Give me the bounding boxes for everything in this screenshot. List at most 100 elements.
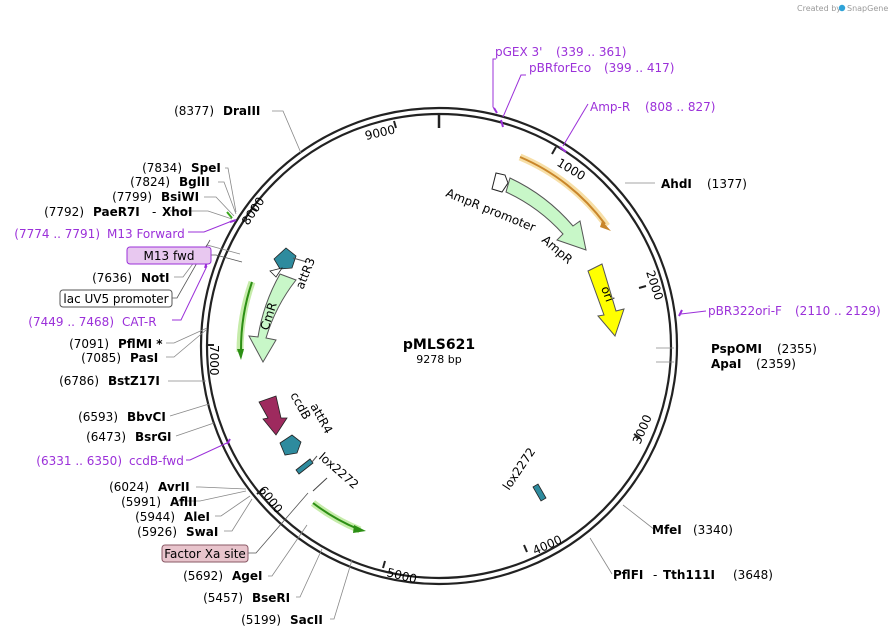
credit-brand: SnapGene (847, 4, 888, 13)
tick-mark (638, 285, 647, 289)
feature-label-ori: ori (598, 284, 616, 303)
site-pos: (3648) (733, 568, 773, 582)
tick-mark (551, 146, 557, 155)
site-pos: (7799) (112, 190, 152, 204)
primer-name: CAT-R (122, 315, 157, 329)
tick-mark (393, 120, 397, 129)
boxed-label: lac UV5 promoter (63, 292, 168, 306)
primer-range: (6331 .. 6350) (36, 454, 122, 468)
site-name: PaeR7I (93, 205, 140, 219)
site-pos: (7085) (81, 351, 121, 365)
site-pos: (6593) (78, 410, 118, 424)
site-name-2: Tth111I (663, 568, 715, 582)
boxed-label: Factor Xa site (164, 547, 246, 561)
site-pos: (6024) (109, 480, 149, 494)
feature-label-lox-right: lox2272 (500, 445, 538, 493)
feature-ccdb (258, 395, 288, 436)
site-pos: (5457) (203, 591, 243, 605)
site-dash: - (653, 568, 657, 582)
feature-ori (587, 263, 625, 337)
site-pos: (7824) (130, 175, 170, 189)
site-name: PasI (130, 351, 158, 365)
primer-range: (2110 .. 2129) (795, 304, 881, 318)
feature-green-arc-left (236, 280, 256, 360)
plasmid-name: pMLS621 (403, 337, 475, 353)
feature-lox-right (532, 483, 547, 502)
primer-name: pGEX 3' (495, 45, 542, 59)
feature-ampr-promoter (491, 172, 509, 193)
site-dash: - (152, 205, 156, 219)
primer-name: Amp-R (590, 100, 630, 114)
site-name: DraIII (223, 104, 260, 118)
feature-lox-left (295, 458, 314, 475)
site-name: PflFI (613, 568, 643, 582)
primer-range: (339 .. 361) (556, 45, 626, 59)
primer-range: (808 .. 827) (645, 100, 715, 114)
site-name: ApaI (711, 357, 741, 371)
tick-mark (523, 544, 528, 553)
tick-label: 7000 (207, 345, 221, 376)
tick-label: 2000 (643, 269, 666, 302)
site-pos: (5944) (135, 510, 175, 524)
site-name: BsiWI (161, 190, 199, 204)
primer-range: (7774 .. 7791) (14, 227, 100, 241)
tick-label: 5000 (385, 565, 418, 586)
tick-mark (633, 433, 641, 439)
boxed-m13-fwd: M13 fwd (126, 246, 212, 265)
boxed-label: M13 fwd (144, 249, 195, 263)
site-pos: (2355) (777, 342, 817, 356)
site-pos: (5991) (121, 495, 161, 509)
site-name: BsrGI (135, 430, 172, 444)
site-name: MfeI (652, 523, 682, 537)
feature-leader (311, 455, 318, 463)
site-name: BglII (179, 175, 210, 189)
site-pos: (7834) (142, 161, 182, 175)
site-pos: (6786) (59, 374, 99, 388)
primer-name: pBR322ori-F (708, 304, 782, 318)
primer-range: (7449 .. 7468) (28, 315, 114, 329)
tick-mark (256, 488, 264, 495)
site-pos: (1377) (707, 177, 747, 191)
primer-labels: pGEX 3' (339 .. 361) pBRforEco (399 .. 4… (14, 45, 880, 468)
site-name: AleI (184, 510, 210, 524)
feature-orange-arc (518, 153, 611, 231)
primer-name: ccdB-fwd (129, 454, 184, 468)
boxed-factor-xa-site: Factor Xa site (161, 544, 249, 563)
site-pos: (7636) (92, 271, 132, 285)
tick-mark (382, 560, 386, 569)
site-pos: (7091) (69, 337, 109, 351)
feature-label-lox-left: lox2272 (316, 450, 361, 492)
site-pos: (3340) (693, 523, 733, 537)
site-name: AflII (170, 495, 197, 509)
tick-label: 4000 (531, 533, 565, 558)
primer-name: pBRforEco (529, 61, 591, 75)
feature-label-cmr: CmR (258, 301, 280, 332)
feature-cmr (248, 273, 297, 364)
site-name: AgeI (232, 569, 262, 583)
site-name: SwaI (186, 525, 218, 539)
site-name: PspOMI (711, 342, 762, 356)
feature-label-attr3: attR3 (293, 256, 318, 292)
site-name: SacII (290, 613, 323, 627)
site-pos: (5926) (137, 525, 177, 539)
site-pos: (5199) (241, 613, 281, 627)
feature-attr4 (279, 434, 302, 456)
site-name: SpeI (191, 161, 221, 175)
site-name: BseRI (252, 591, 290, 605)
credit-prefix: Created by (797, 4, 841, 13)
site-name: NotI (141, 271, 170, 285)
primer-range: (399 .. 417) (604, 61, 674, 75)
feature-ampr (505, 177, 587, 251)
site-name: AvrII (158, 480, 190, 494)
backbone-outer-ring (199, 106, 679, 586)
tick-mark (250, 206, 258, 212)
feature-green-arc-bottom (310, 500, 366, 534)
site-pos: (5692) (183, 569, 223, 583)
site-labels-right: AhdI (1377) PspOMI (2355) ApaI (2359) Mf… (613, 177, 817, 582)
site-name: AhdI (661, 177, 692, 191)
site-name: BstZ17I (108, 374, 160, 388)
feature-attr3 (269, 247, 297, 278)
boxed-lac-uv5-promoter: lac UV5 promoter (59, 289, 173, 308)
